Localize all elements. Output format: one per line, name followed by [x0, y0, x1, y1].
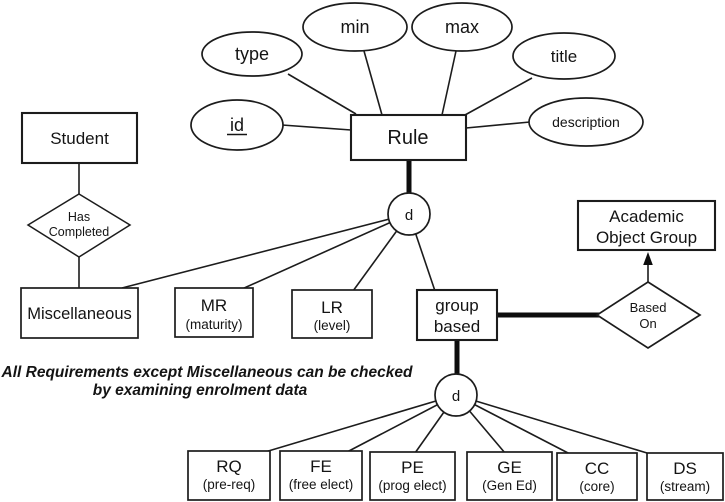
entity-student-box [20, 111, 139, 165]
specialization-d2-label: d [452, 388, 460, 405]
entity-ge-label: GE [497, 458, 522, 477]
edge-type-rule [287, 73, 357, 115]
relationship-hascompleted-label-line1: Has [68, 210, 90, 224]
entity-pe-sublabel: (prog elect) [378, 478, 446, 493]
entity-fe-label: FE [310, 457, 332, 476]
entity-miscellaneous-box [20, 287, 139, 339]
entity-rectangles [20, 111, 724, 501]
entity-ds-sublabel: (stream) [660, 479, 710, 494]
attribute-type-label: type [235, 44, 269, 64]
edge-min-rule [363, 50, 383, 116]
relationship-hascompleted-label-line2: Completed [49, 225, 109, 239]
edge-d1-mr [241, 213, 410, 290]
entity-lr-sublabel: (level) [314, 318, 351, 333]
attribute-min-ellipse [302, 2, 408, 52]
entity-miscellaneous-label: Miscellaneous [27, 305, 132, 323]
specialization-d1-label: d [405, 207, 413, 224]
entity-mr-box [174, 287, 254, 338]
entity-cc-box [556, 452, 638, 501]
arrowhead-basedon-aog [643, 252, 653, 265]
entity-groupbased-label-line2: based [434, 317, 480, 336]
attribute-type-ellipse [201, 31, 303, 77]
relationship-basedon-label-line2: On [639, 316, 656, 331]
edge-d2-rq [264, 394, 457, 453]
entity-groupbased-label-line1: group [435, 296, 478, 315]
specialization-circles [387, 192, 478, 417]
annotation-note-line1: All Requirements except Miscellaneous ca… [1, 364, 413, 381]
attribute-max-label: max [445, 17, 479, 37]
entity-student-label: Student [50, 129, 109, 148]
entity-rq-label: RQ [216, 457, 242, 476]
attribute-description-label: description [552, 114, 620, 130]
relationship-diamonds [26, 193, 702, 350]
edge-max-rule [441, 50, 457, 116]
entity-lr-label: LR [321, 298, 343, 317]
attribute-title-ellipse [512, 32, 616, 80]
entity-rule-label: Rule [387, 127, 428, 149]
specialization-d2-circle [434, 373, 478, 417]
attribute-max-ellipse [411, 2, 513, 52]
entity-cc-sublabel: (core) [579, 479, 614, 494]
entity-cc-label: CC [585, 459, 610, 478]
entity-pe-box [369, 451, 456, 501]
entity-rule-box [349, 113, 468, 162]
attribute-description-ellipse [528, 97, 644, 147]
entity-lr-box [291, 289, 373, 339]
attribute-id-label: id [230, 115, 244, 135]
entity-ge-box [466, 451, 553, 501]
annotation-note-line2: by examining enrolment data [93, 382, 308, 399]
edge-description-rule [465, 121, 531, 129]
entity-fe-box [279, 450, 363, 501]
entity-fe-sublabel: (free elect) [289, 477, 354, 492]
entity-mr-sublabel: (maturity) [186, 317, 243, 332]
entity-ge-sublabel: (Gen Ed) [482, 478, 537, 493]
entity-aog-box [576, 199, 717, 252]
entity-ds-box [646, 452, 724, 501]
entity-rq-sublabel: (pre-req) [203, 477, 256, 492]
attribute-title-label: title [551, 47, 577, 66]
attribute-id-ellipse [190, 99, 284, 151]
labels: type min max title description id Studen… [1, 17, 711, 494]
entity-aog-label-line2: Object Group [596, 228, 697, 247]
entity-groupbased-box [415, 288, 499, 342]
entity-ds-label: DS [673, 459, 697, 478]
attribute-ellipses [190, 2, 644, 151]
entity-aog-label-line1: Academic [609, 207, 684, 226]
relationship-basedon-diamond [595, 280, 702, 350]
entity-mr-label: MR [201, 296, 227, 315]
relationship-hascompleted-diamond [26, 193, 132, 258]
entity-rq-box [187, 450, 271, 501]
relationship-basedon-label-line1: Based [630, 300, 667, 315]
edge-d2-ds [455, 394, 648, 454]
edge-title-rule [464, 77, 533, 116]
edge-id-rule [281, 124, 352, 131]
attribute-min-label: min [340, 17, 369, 37]
specialization-d1-circle [387, 192, 431, 236]
edge-d1-miscellaneous [121, 213, 410, 289]
entity-pe-label: PE [401, 458, 424, 477]
